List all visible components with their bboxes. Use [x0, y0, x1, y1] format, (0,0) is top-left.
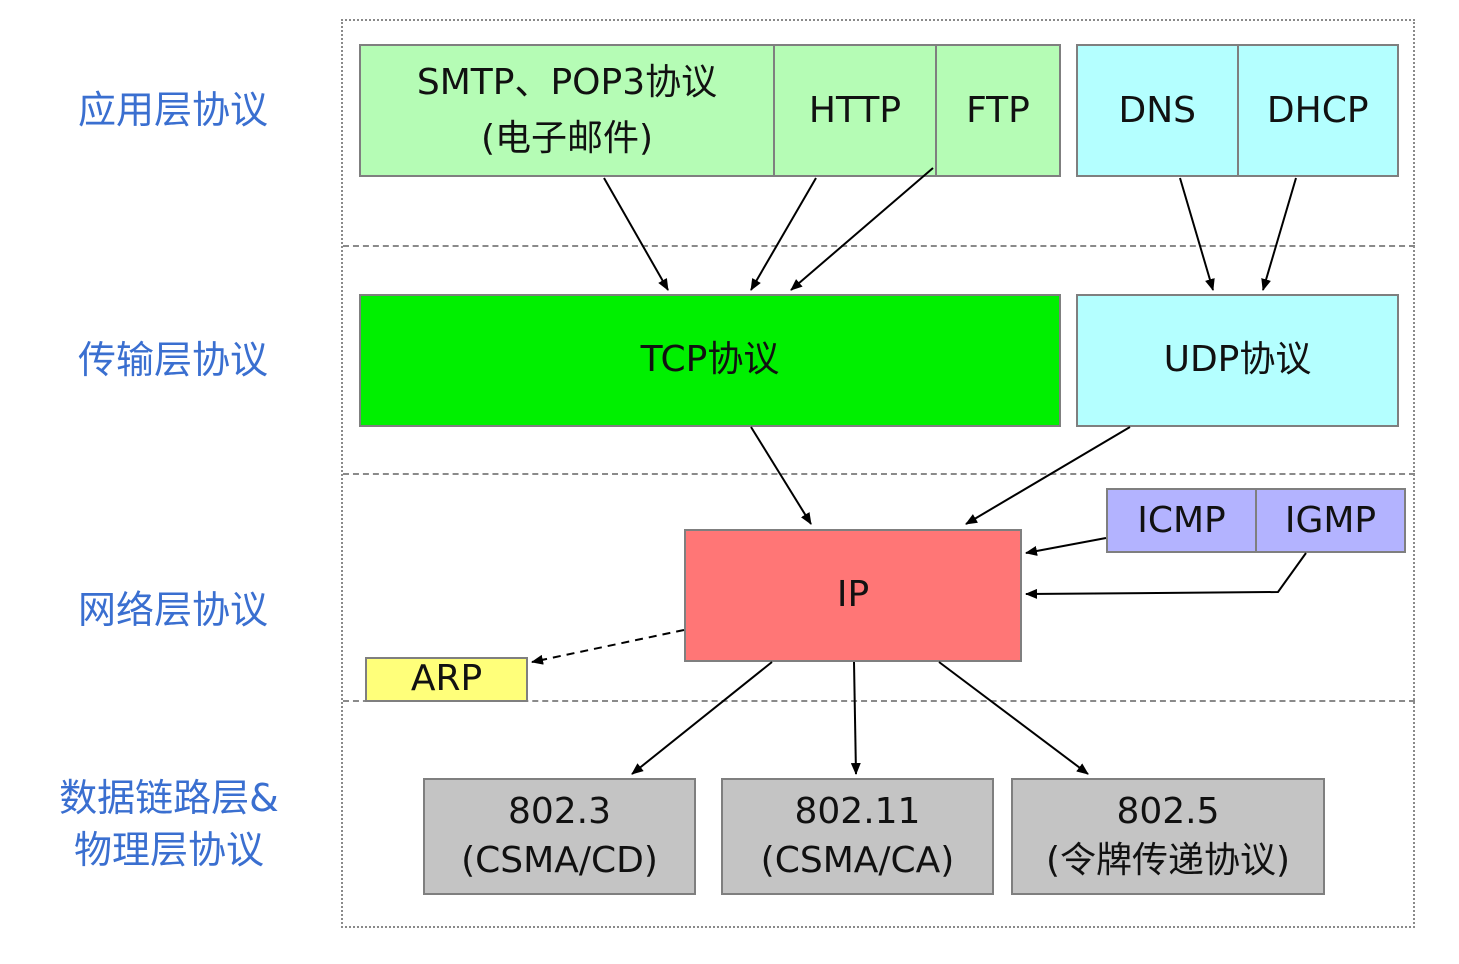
- box-dhcp: DHCP: [1236, 46, 1398, 175]
- arrow-smtp-to-tcp: [603, 177, 669, 291]
- layer-divider-network-link: [343, 700, 1415, 702]
- label-link-physical-layer: 数据链路层& 物理层协议: [59, 776, 279, 872]
- application-tcp-group: SMTP、POP3协议 (电子邮件) HTTP FTP: [359, 44, 1061, 177]
- arrow-ip-to-arp: [531, 629, 685, 665]
- arrow-udp-to-ip: [965, 426, 1131, 525]
- arrow-icmp-to-ip: [1025, 537, 1107, 556]
- box-ip: IP: [684, 529, 1022, 662]
- box-dns: DNS: [1118, 89, 1196, 131]
- arrow-ftp-to-tcp: [790, 167, 934, 291]
- label-application-layer: 应用层协议: [78, 88, 269, 132]
- label-transport-layer: 传输层协议: [78, 338, 269, 382]
- box-arp: ARP: [365, 657, 528, 702]
- box-802-11: 802.11 (CSMA/CA): [721, 778, 994, 895]
- arrow-ip-to-802-3: [631, 661, 773, 775]
- box-tcp: TCP协议: [359, 294, 1061, 427]
- application-udp-group: DNS DHCP: [1076, 44, 1399, 177]
- arrow-dhcp-to-udp: [1261, 177, 1297, 291]
- box-igmp: IGMP: [1255, 490, 1404, 551]
- arrow-http-to-tcp: [750, 177, 817, 291]
- arrow-igmp-to-ip: [1025, 552, 1307, 599]
- arrow-dns-to-udp: [1179, 177, 1215, 291]
- layer-divider-application-transport: [343, 245, 1415, 247]
- box-802-3: 802.3 (CSMA/CD): [423, 778, 696, 895]
- box-http: HTTP: [773, 46, 935, 175]
- label-network-layer: 网络层协议: [78, 588, 269, 632]
- icmp-igmp-group: ICMP IGMP: [1106, 488, 1406, 553]
- layer-divider-transport-network: [343, 473, 1415, 475]
- arrow-ip-to-802-11: [850, 661, 861, 775]
- arrow-ip-to-802-5: [938, 661, 1089, 775]
- box-802-5: 802.5 (令牌传递协议): [1011, 778, 1325, 895]
- box-ftp: FTP: [935, 46, 1059, 175]
- box-icmp: ICMP: [1137, 499, 1226, 541]
- box-udp: UDP协议: [1076, 294, 1399, 427]
- box-smtp-pop3: SMTP、POP3协议 (电子邮件): [416, 61, 718, 159]
- arrow-tcp-to-ip: [750, 426, 812, 525]
